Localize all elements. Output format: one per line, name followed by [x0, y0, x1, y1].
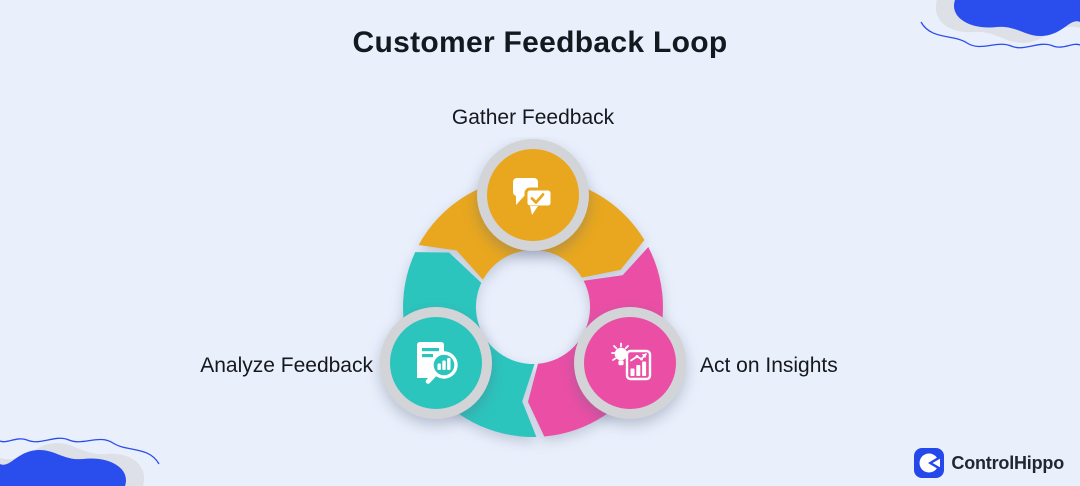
label-gather-feedback: Gather Feedback [451, 106, 615, 129]
label-act-on-insights: Act on Insights [700, 354, 838, 377]
wave-outline-line [0, 437, 160, 465]
label-analyze-feedback: Analyze Feedback [200, 354, 373, 377]
document-magnifier-chart-icon [417, 342, 458, 384]
wave-decoration-bottom-left [0, 437, 160, 486]
wave-blue-shape [0, 449, 126, 486]
logo-text: ControlHippo [951, 452, 1064, 473]
lightbulb-bar-chart-icon [611, 342, 652, 381]
node-gather [477, 139, 589, 251]
wave-decoration-top-right [920, 0, 1080, 49]
controlhippo-logo: ControlHippo [914, 448, 1064, 478]
node-act [574, 307, 686, 419]
node-analyze [380, 307, 492, 419]
controlhippo-logo-icon [914, 448, 945, 478]
page-title: Customer Feedback Loop [352, 26, 728, 59]
chat-bubbles-check-icon [513, 178, 554, 215]
wave-outline-line [920, 21, 1080, 49]
feedback-loop-diagram [380, 139, 686, 438]
wave-blue-shape [954, 0, 1080, 37]
node-disc [584, 317, 676, 409]
